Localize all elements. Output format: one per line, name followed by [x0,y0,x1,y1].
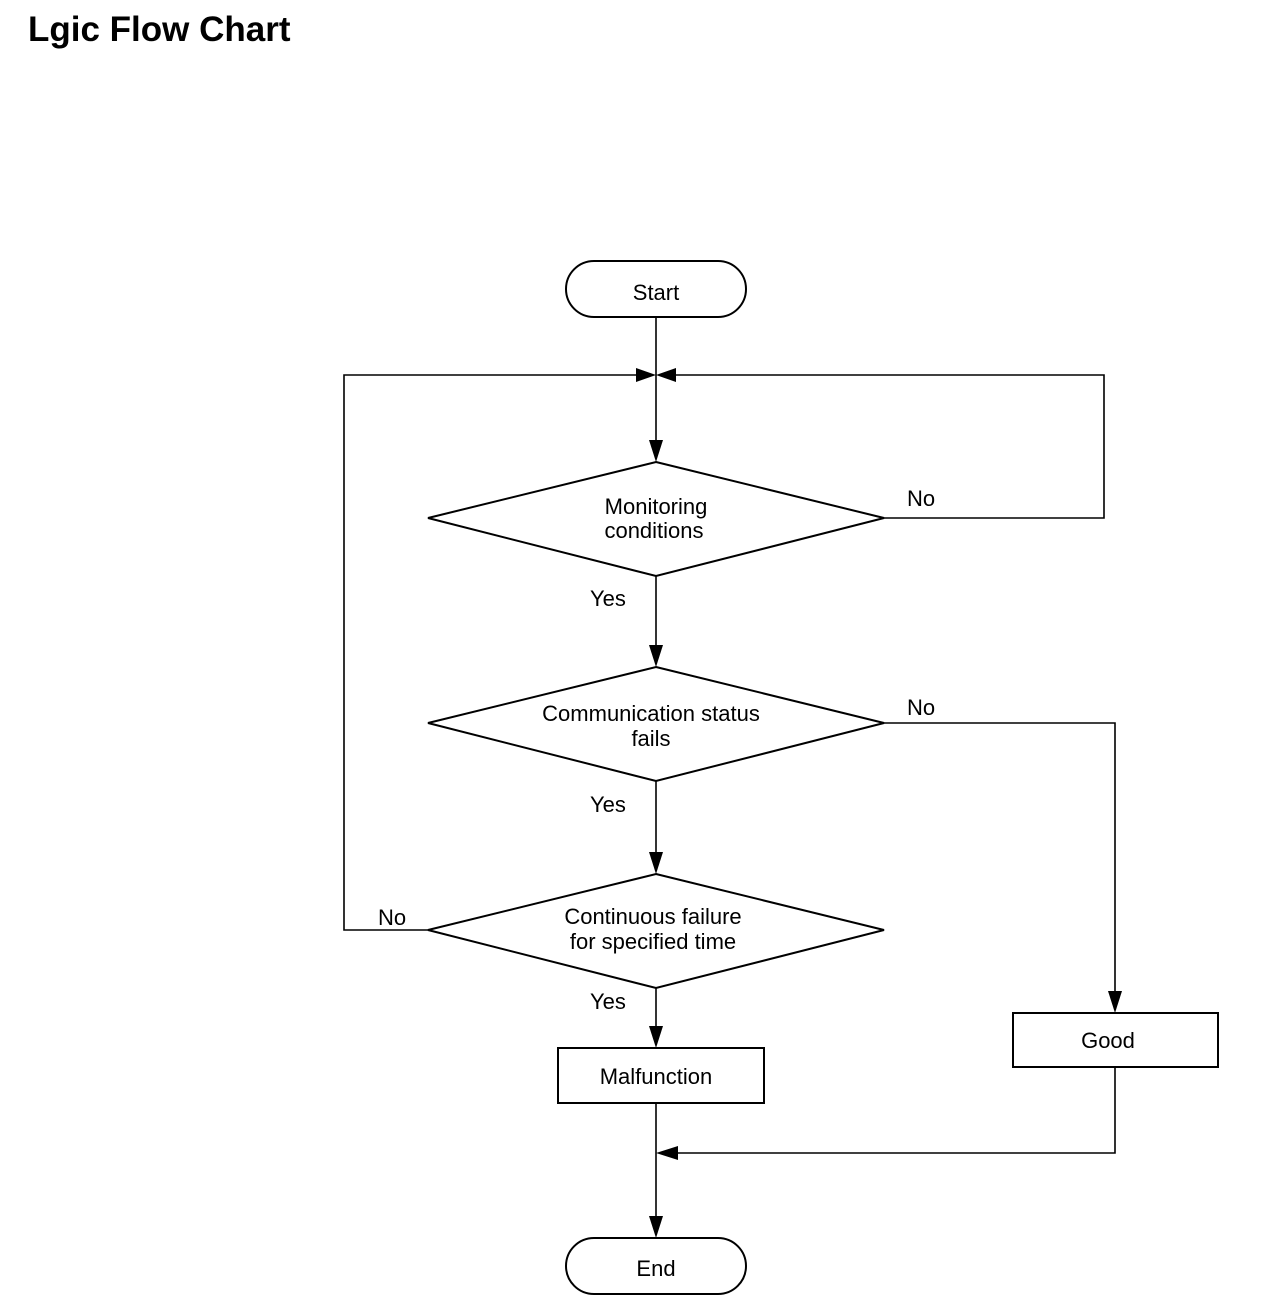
decision-monitoring-line2: conditions [604,518,703,543]
arrowhead-down-monitoring [649,440,663,462]
decision-continuous-line2: for specified time [570,929,736,954]
process-malfunction-label: Malfunction [600,1064,713,1089]
end-terminal [565,1237,747,1295]
arrowhead-down-continuous [649,852,663,874]
label-communication-yes: Yes [590,792,626,817]
decision-communication-status [427,665,885,783]
arrowhead-left-merge-right [656,368,676,382]
page-title: Lgic Flow Chart [28,10,291,49]
label-continuous-no: No [378,905,406,930]
label-communication-no: No [907,695,935,720]
arrowhead-down-malfunction [649,1026,663,1048]
decision-communication-line1: Communication status [542,701,760,726]
decision-continuous-failure [427,872,885,990]
label-monitoring-yes: Yes [590,586,626,611]
process-malfunction [557,1047,765,1104]
arrowhead-right-merge-left [636,368,656,382]
arrowhead-down-end [649,1216,663,1238]
process-good [1012,1012,1219,1068]
connector-continuous-no-loop [343,374,636,931]
arrowhead-down-communication [649,645,663,667]
end-terminal-label: End [636,1256,675,1281]
arrowhead-down-good [1108,991,1122,1013]
label-monitoring-no: No [907,486,935,511]
connector-communication-no [884,722,1116,997]
connector-monitoring-no-loop [676,374,1105,519]
decision-communication-line2: fails [631,726,670,751]
process-good-label: Good [1081,1028,1135,1053]
decision-monitoring-line1: Monitoring [605,494,708,519]
arrowhead-left-join [656,1146,678,1160]
label-continuous-yes: Yes [590,989,626,1014]
connector-good-to-join [676,1067,1116,1154]
start-terminal-label: Start [633,280,679,305]
decision-continuous-line1: Continuous failure [564,904,741,929]
start-terminal [565,260,747,318]
decision-monitoring-conditions [427,460,885,578]
